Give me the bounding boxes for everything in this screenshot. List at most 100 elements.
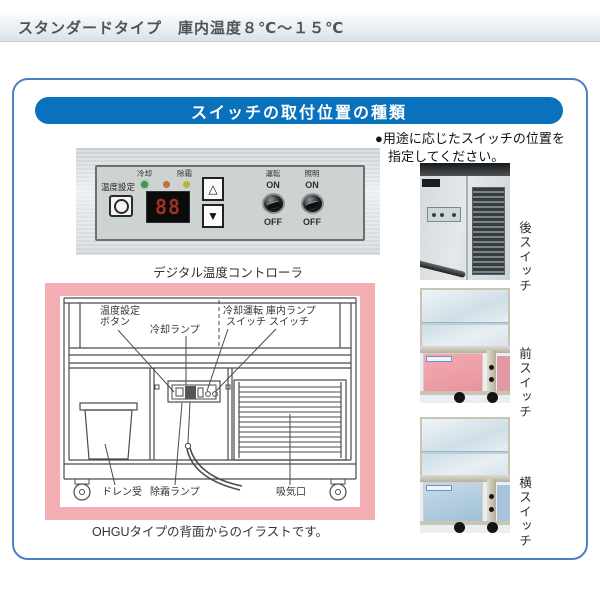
- controller-panel: 温度設定 冷却 除霜 88 △ ▼ 運転 ON OFF 照明 ON: [95, 165, 365, 241]
- label-defrost-lamp: 除霜ランプ: [150, 485, 200, 498]
- light-switch-group: 照明 ON OFF: [293, 168, 331, 227]
- label-temp-button-1: 温度設定: [100, 304, 140, 317]
- caster-hub-left: [79, 489, 85, 495]
- photo-side-switch: [420, 417, 510, 533]
- label-front-switch: 前スイッチ: [517, 347, 531, 420]
- temp-set-button: [109, 195, 133, 217]
- control-box-part: [197, 387, 204, 398]
- up-button: △: [202, 177, 224, 201]
- leader-temp-button: [117, 329, 175, 393]
- controller-caption: デジタル温度コントローラ: [153, 266, 303, 280]
- cool-led: [141, 181, 148, 188]
- usage-note: ●用途に応じたスイッチの位置を 指定してください。: [375, 130, 565, 166]
- drain-bucket-rim: [79, 402, 138, 411]
- rear-control-panel: [427, 207, 461, 222]
- led-cool-label: 冷却: [137, 169, 152, 178]
- unit-frame-lines: [63, 297, 357, 480]
- photo-front-switch: [420, 288, 510, 403]
- intake-grille-edges: [238, 382, 342, 458]
- run-switch-group: 運転 ON OFF: [254, 168, 292, 227]
- power-cord-1: [186, 448, 241, 491]
- glass-shelf: [422, 322, 508, 325]
- leader-drain: [104, 443, 116, 486]
- button-circle-icon: [113, 198, 129, 214]
- label-side-switch: 横スイッチ: [517, 476, 531, 549]
- label-cabinet-lamp-1: 庫内ランプ: [266, 304, 316, 317]
- run-off-label: OFF: [264, 217, 282, 227]
- caster-wheel: [487, 392, 498, 403]
- side-panel: [497, 485, 510, 521]
- deck-band: [420, 475, 510, 482]
- rear-diagram-canvas: 温度設定 ボタン 冷却ランプ 冷却運転 スイッチ 庫内ランプ スイッチ ドレン受…: [60, 296, 360, 507]
- caster-mount-left: [74, 478, 90, 485]
- drain-pipe: [420, 260, 466, 278]
- light-switch-label: 照明: [304, 169, 320, 178]
- caster-wheel: [487, 522, 498, 533]
- caster-wheel: [454, 392, 465, 403]
- caster-mount-right: [330, 478, 346, 485]
- temp-set-label: 温度設定: [101, 182, 136, 192]
- caster-wheel: [454, 522, 465, 533]
- toggle-lever-icon: [304, 200, 320, 210]
- corner-post-switches: [487, 350, 496, 397]
- controller-photo: 温度設定 冷却 除霜 88 △ ▼ 運転 ON OFF 照明 ON: [76, 148, 380, 255]
- rear-diagram-svg: 温度設定 ボタン 冷却ランプ 冷却運転 スイッチ 庫内ランプ スイッチ ドレン受…: [63, 297, 357, 501]
- base-frame: [420, 391, 510, 395]
- down-button: ▼: [202, 204, 224, 228]
- label-rear-switch: 後スイッチ: [517, 221, 531, 294]
- label-intake: 吸気口: [276, 485, 306, 498]
- down-arrow-icon: ▼: [207, 209, 219, 223]
- label-cool-lamp: 冷却ランプ: [150, 323, 200, 336]
- content-panel: スイッチの取付位置の種類 ●用途に応じたスイッチの位置を 指定してください。 温…: [12, 78, 588, 560]
- caster-wheel-right: [329, 483, 347, 501]
- drain-bucket-body: [84, 409, 133, 460]
- base-frame: [420, 521, 510, 525]
- leader-cool-run: [206, 328, 229, 392]
- switch-dot-icon: [489, 365, 494, 371]
- led-defrost-label: 除霜: [177, 169, 192, 178]
- cabinet-lamp-switch-shape: [212, 391, 218, 397]
- caster-hub-right: [335, 489, 341, 495]
- cool-lamp-display: [185, 386, 196, 399]
- model-sticker: [426, 485, 452, 491]
- diagram-caption: OHGUタイプの背面からのイラストです。: [91, 525, 328, 539]
- label-cool-run-1: 冷却運転: [223, 304, 263, 317]
- name-plate: [422, 179, 440, 187]
- vent-grille: [472, 187, 505, 275]
- control-box: [167, 380, 221, 403]
- glass-shelf: [422, 451, 508, 454]
- toggle-lever-icon: [265, 200, 281, 210]
- label-temp-button-2: ボタン: [100, 316, 130, 328]
- switch-dot-icon: [489, 506, 494, 512]
- up-arrow-icon: △: [208, 182, 218, 196]
- leader-defrost-lamp: [174, 402, 183, 486]
- cool-run-switch-shape: [205, 391, 211, 397]
- bolt-right: [225, 384, 231, 390]
- page-header: スタンダードタイプ 庫内温度８℃～１５℃: [0, 13, 600, 42]
- usage-note-line1: ●用途に応じたスイッチの位置を: [375, 131, 565, 146]
- light-toggle-switch: [300, 193, 324, 214]
- label-drain: ドレン受: [102, 486, 142, 498]
- page-header-title: スタンダードタイプ 庫内温度８℃～１５℃: [18, 19, 345, 37]
- caster-wheel-left: [73, 483, 91, 501]
- section-title: スイッチの取付位置の種類: [190, 104, 407, 122]
- run-switch-label: 運転: [265, 169, 281, 178]
- label-cabinet-lamp-2: スイッチ: [269, 316, 309, 328]
- switch-dot-icon: [489, 494, 494, 500]
- corner-post-switches: [487, 479, 496, 527]
- model-sticker: [426, 356, 452, 362]
- side-panel: [497, 356, 510, 391]
- light-on-label: ON: [305, 180, 319, 190]
- cord-grommet: [184, 442, 192, 450]
- glass-case: [420, 417, 510, 475]
- mid-led: [163, 181, 170, 188]
- glass-case: [420, 288, 510, 346]
- panel-edge: [466, 176, 468, 280]
- front-panel-blue: [423, 482, 483, 523]
- bolt-left: [154, 384, 160, 390]
- temp-display: 88: [146, 191, 190, 223]
- usage-note-line2: 指定してください。: [388, 149, 505, 165]
- run-on-label: ON: [266, 180, 280, 190]
- run-toggle-switch: [261, 193, 285, 214]
